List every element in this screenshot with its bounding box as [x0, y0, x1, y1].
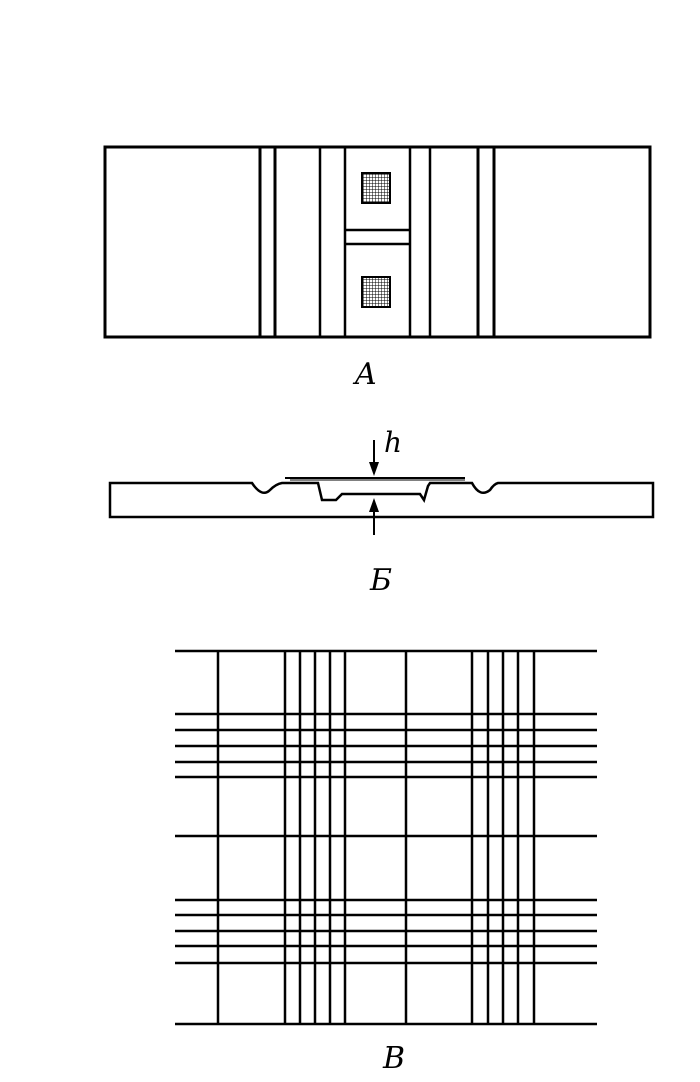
label-b: Б	[369, 563, 392, 598]
slide-outline	[103, 145, 652, 339]
figure-b-cross-section: h Б	[108, 426, 655, 598]
counting-grid-upper	[361, 172, 391, 204]
h-arrowhead-top	[369, 462, 379, 476]
label-h: h	[384, 426, 402, 459]
counting-grid-lower	[361, 276, 391, 308]
label-v: В	[382, 1041, 405, 1076]
figure-a-top-view: A	[103, 145, 652, 392]
label-a: A	[352, 357, 377, 392]
slide-profile	[108, 481, 655, 519]
figure-v-grid	[175, 649, 597, 1026]
h-arrowhead-bottom	[369, 498, 379, 512]
